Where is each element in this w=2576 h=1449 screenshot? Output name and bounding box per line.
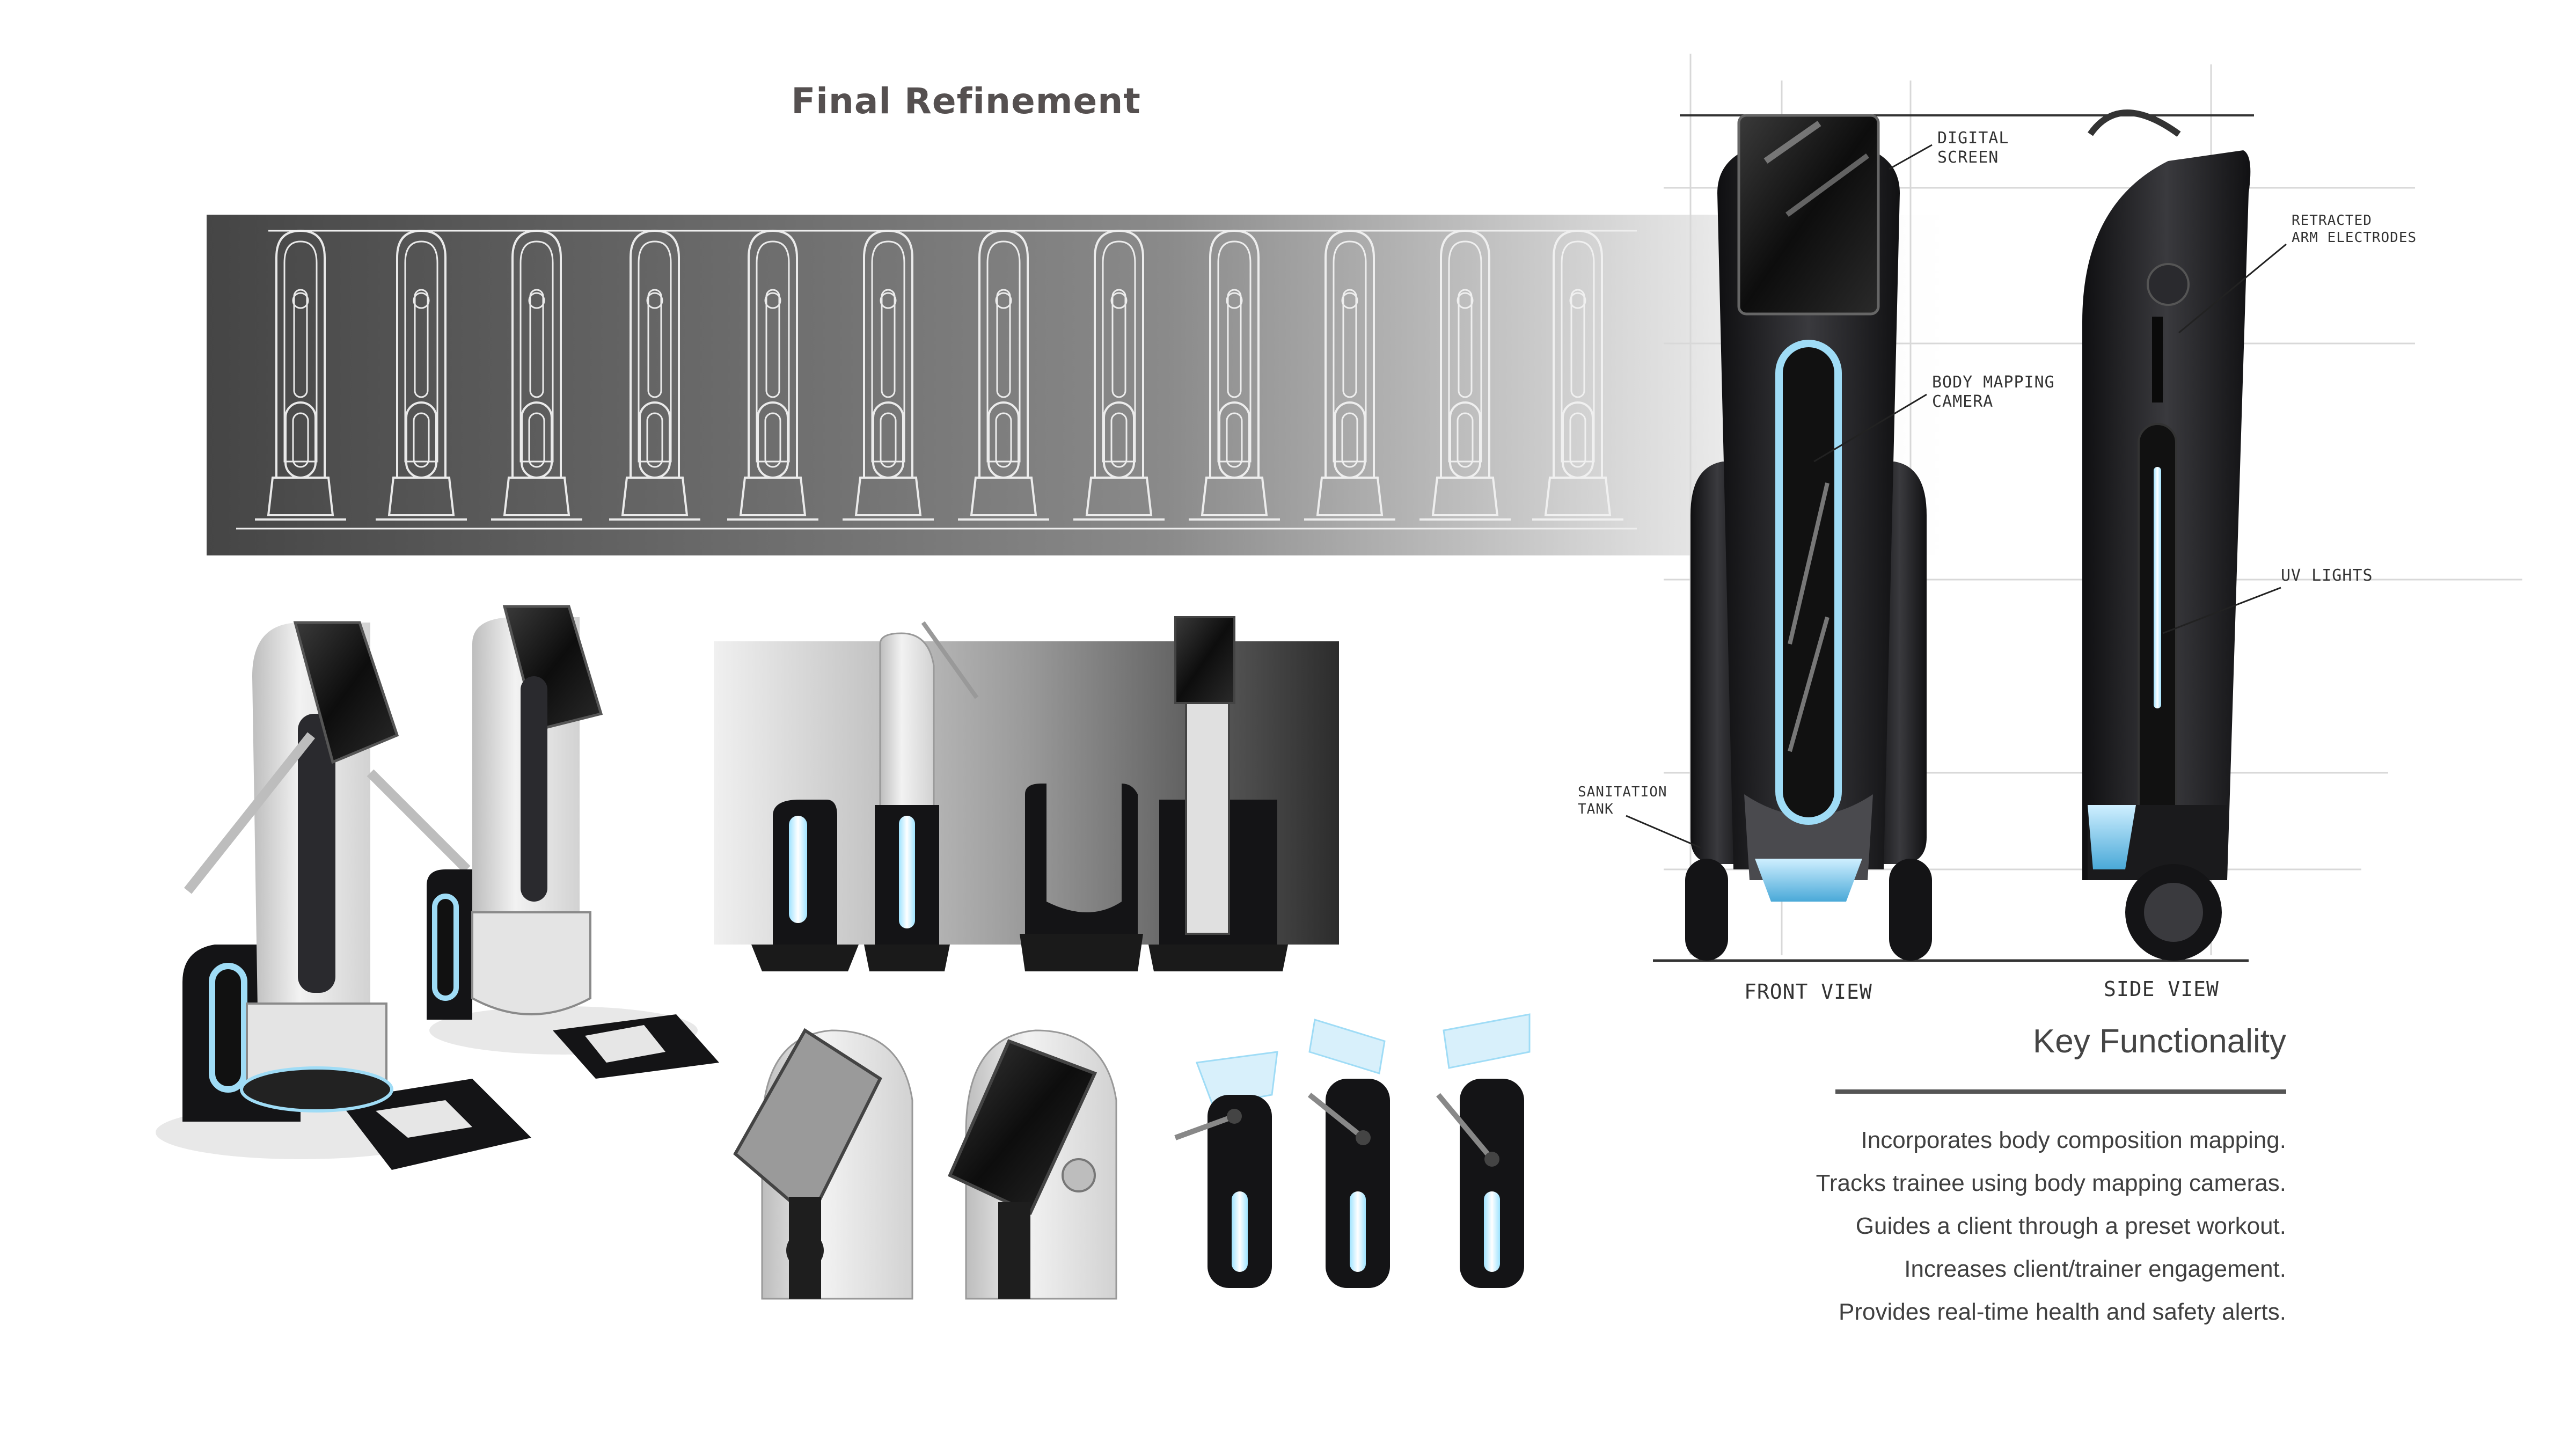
page-title: Final Refinement [791,80,1141,122]
side-view-drawing [2082,109,2251,961]
list-item: Tracks trainee using body mapping camera… [1816,1170,2286,1196]
sketch-iteration-band [207,215,1951,555]
side-by-side-lineup [714,616,1339,971]
list-item: Increases client/trainer engagement. [1904,1256,2286,1282]
isometric-renders [156,605,719,1170]
label-front-view: FRONT VIEW [1744,980,1872,1004]
list-item: Guides a client through a preset workout… [1855,1213,2286,1239]
annotation-leaders [1626,144,2287,849]
label-side-view: SIDE VIEW [2104,977,2219,1001]
arm-extension-sequence [1174,1013,1531,1288]
key-functionality-heading: Key Functionality [2032,1023,2286,1060]
label-digital-screen: DIGITAL SCREEN [1937,129,2009,167]
label-uv-lights: UV LIGHTS [2281,566,2373,585]
list-item: Incorporates body composition mapping. [1861,1127,2286,1153]
label-sanitation-tank: SANITATION TANK [1578,784,1667,817]
key-functionality-list: Incorporates body composition mapping. T… [1717,1119,2286,1334]
label-retracted-arm-electrodes: RETRACTED ARM ELECTRODES [2292,213,2417,246]
list-item: Provides real-time health and safety ale… [1839,1299,2286,1325]
front-view-drawing [1685,114,1932,961]
heading-divider [1835,1089,2286,1094]
label-body-mapping-camera: BODY MAPPING CAMERA [1932,373,2055,411]
close-up-renders [733,1028,1117,1300]
